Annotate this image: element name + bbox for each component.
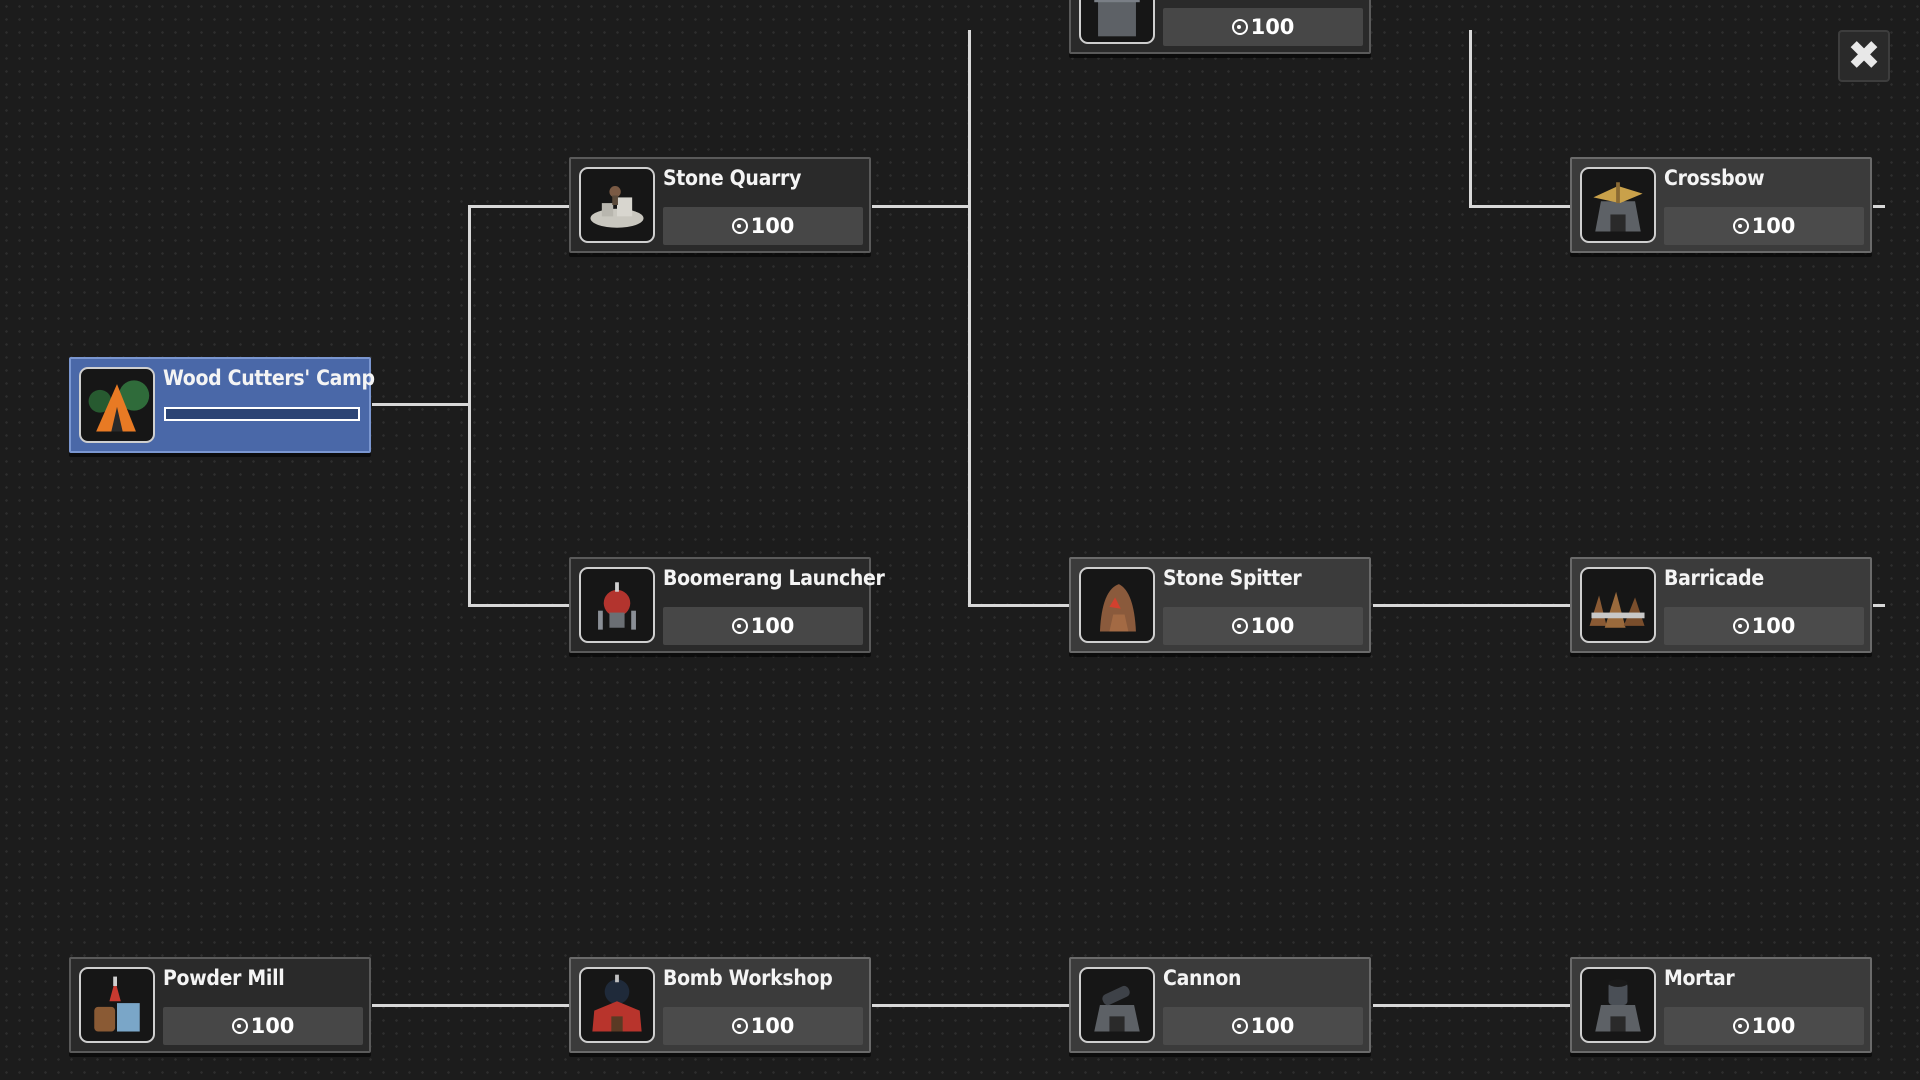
- connector-line: [468, 604, 569, 607]
- close-button[interactable]: ✖: [1838, 30, 1890, 82]
- boomerang-launcher-icon: [579, 567, 655, 643]
- tech-node-mortar[interactable]: Mortar 100: [1570, 957, 1872, 1053]
- cost-value: 100: [750, 1014, 795, 1038]
- unlock-cost-button[interactable]: 100: [1163, 1007, 1363, 1045]
- unlock-cost-button[interactable]: 100: [1664, 207, 1864, 245]
- tech-node-wood-cutters-camp[interactable]: Wood Cutters' Camp: [69, 357, 375, 453]
- node-title: Powder Mill: [163, 966, 285, 990]
- cannon-icon: [1079, 967, 1155, 1043]
- crossbow-tower-icon: [1580, 167, 1656, 243]
- tech-node-top[interactable]: 100: [1069, 0, 1371, 54]
- cost-value: 100: [1250, 614, 1295, 638]
- cost-value: 100: [750, 614, 795, 638]
- unlock-cost-button[interactable]: 100: [1664, 607, 1864, 645]
- wood-cutters-camp-icon: [79, 367, 155, 443]
- connector-line: [372, 403, 469, 406]
- coin-icon: [1231, 19, 1248, 35]
- connector-line: [872, 1004, 1069, 1007]
- connector-line: [1469, 205, 1570, 208]
- node-title: Stone Spitter: [1163, 566, 1302, 590]
- tech-node-powder-mill[interactable]: Powder Mill 100: [69, 957, 371, 1053]
- powder-mill-icon: [79, 967, 155, 1043]
- cost-value: 100: [1751, 614, 1796, 638]
- coin-icon: [1732, 618, 1749, 634]
- coin-icon: [1732, 218, 1749, 234]
- cost-value: 100: [1751, 1014, 1796, 1038]
- tech-node-stone-quarry[interactable]: Stone Quarry 100: [569, 157, 871, 253]
- node-title: Bomb Workshop: [663, 966, 833, 990]
- connector-line: [1373, 1004, 1570, 1007]
- mortar-icon: [1580, 967, 1656, 1043]
- unlock-cost-button[interactable]: 100: [1163, 8, 1363, 46]
- tower-icon: [1079, 0, 1155, 44]
- node-title: Cannon: [1163, 966, 1242, 990]
- unlock-cost-button[interactable]: 100: [1163, 607, 1363, 645]
- coin-icon: [731, 1018, 748, 1034]
- coin-icon: [231, 1018, 248, 1034]
- stone-spitter-icon: [1079, 567, 1155, 643]
- unlock-cost-button[interactable]: 100: [663, 207, 863, 245]
- tech-node-stone-spitter[interactable]: Stone Spitter 100: [1069, 557, 1371, 653]
- connector-line: [1373, 604, 1570, 607]
- coin-icon: [731, 618, 748, 634]
- close-icon: ✖: [1847, 33, 1881, 79]
- connector-line: [372, 1004, 569, 1007]
- cost-value: 100: [1250, 15, 1295, 39]
- unlock-cost-button[interactable]: 100: [163, 1007, 363, 1045]
- coin-icon: [731, 218, 748, 234]
- connector-line: [968, 30, 971, 607]
- tech-node-boomerang-launcher[interactable]: Boomerang Launcher 100: [569, 557, 885, 653]
- connector-line: [468, 205, 569, 208]
- connector-line: [872, 205, 971, 208]
- unlock-cost-button[interactable]: 100: [1664, 1007, 1864, 1045]
- coin-icon: [1231, 1018, 1248, 1034]
- cost-value: 100: [750, 214, 795, 238]
- tech-node-crossbow[interactable]: Crossbow 100: [1570, 157, 1872, 253]
- tech-node-cannon[interactable]: Cannon 100: [1069, 957, 1371, 1053]
- cost-value: 100: [1250, 1014, 1295, 1038]
- connector-line: [1469, 30, 1472, 208]
- node-title: Mortar: [1664, 966, 1735, 990]
- bomb-workshop-icon: [579, 967, 655, 1043]
- coin-icon: [1732, 1018, 1749, 1034]
- connector-line: [1873, 604, 1885, 607]
- cost-value: 100: [250, 1014, 295, 1038]
- cost-value: 100: [1751, 214, 1796, 238]
- unlock-cost-button[interactable]: 100: [663, 1007, 863, 1045]
- coin-icon: [1231, 618, 1248, 634]
- connector-line: [1873, 205, 1885, 208]
- node-title: Barricade: [1664, 566, 1764, 590]
- node-title: Wood Cutters' Camp: [163, 366, 375, 390]
- stone-quarry-icon: [579, 167, 655, 243]
- tech-node-bomb-workshop[interactable]: Bomb Workshop 100: [569, 957, 871, 1053]
- connector-line: [968, 604, 1069, 607]
- connector-line: [468, 205, 471, 607]
- barricade-icon: [1580, 567, 1656, 643]
- unlock-cost-button[interactable]: 100: [663, 607, 863, 645]
- research-progress-bar: [164, 407, 360, 421]
- node-title: Boomerang Launcher: [663, 566, 885, 590]
- node-title: Crossbow: [1664, 166, 1765, 190]
- node-title: Stone Quarry: [663, 166, 802, 190]
- tech-node-barricade[interactable]: Barricade 100: [1570, 557, 1872, 653]
